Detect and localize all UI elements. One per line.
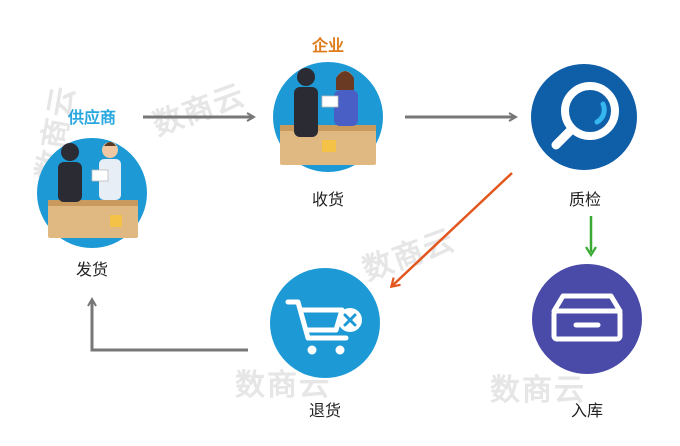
- handover-people-icon: [37, 138, 147, 248]
- step-ship-label: 发货: [75, 260, 109, 279]
- storage-box-icon: [532, 264, 642, 374]
- arrow-inspect-to-return: [389, 172, 513, 289]
- receiving-people-icon: [273, 62, 383, 172]
- supplier-role-label: 供应商: [67, 108, 117, 127]
- magnifier-icon: [531, 64, 637, 170]
- cart-cancel-icon: [270, 268, 380, 378]
- step-inspect-label: 质检: [568, 190, 602, 209]
- step-stockin-label: 入库: [570, 401, 604, 420]
- enterprise-role-label: 企业: [311, 36, 345, 55]
- arrow-return-to-ship: [92, 300, 248, 352]
- step-return-label: 退货: [308, 401, 342, 420]
- step-receive-label: 收货: [311, 190, 345, 209]
